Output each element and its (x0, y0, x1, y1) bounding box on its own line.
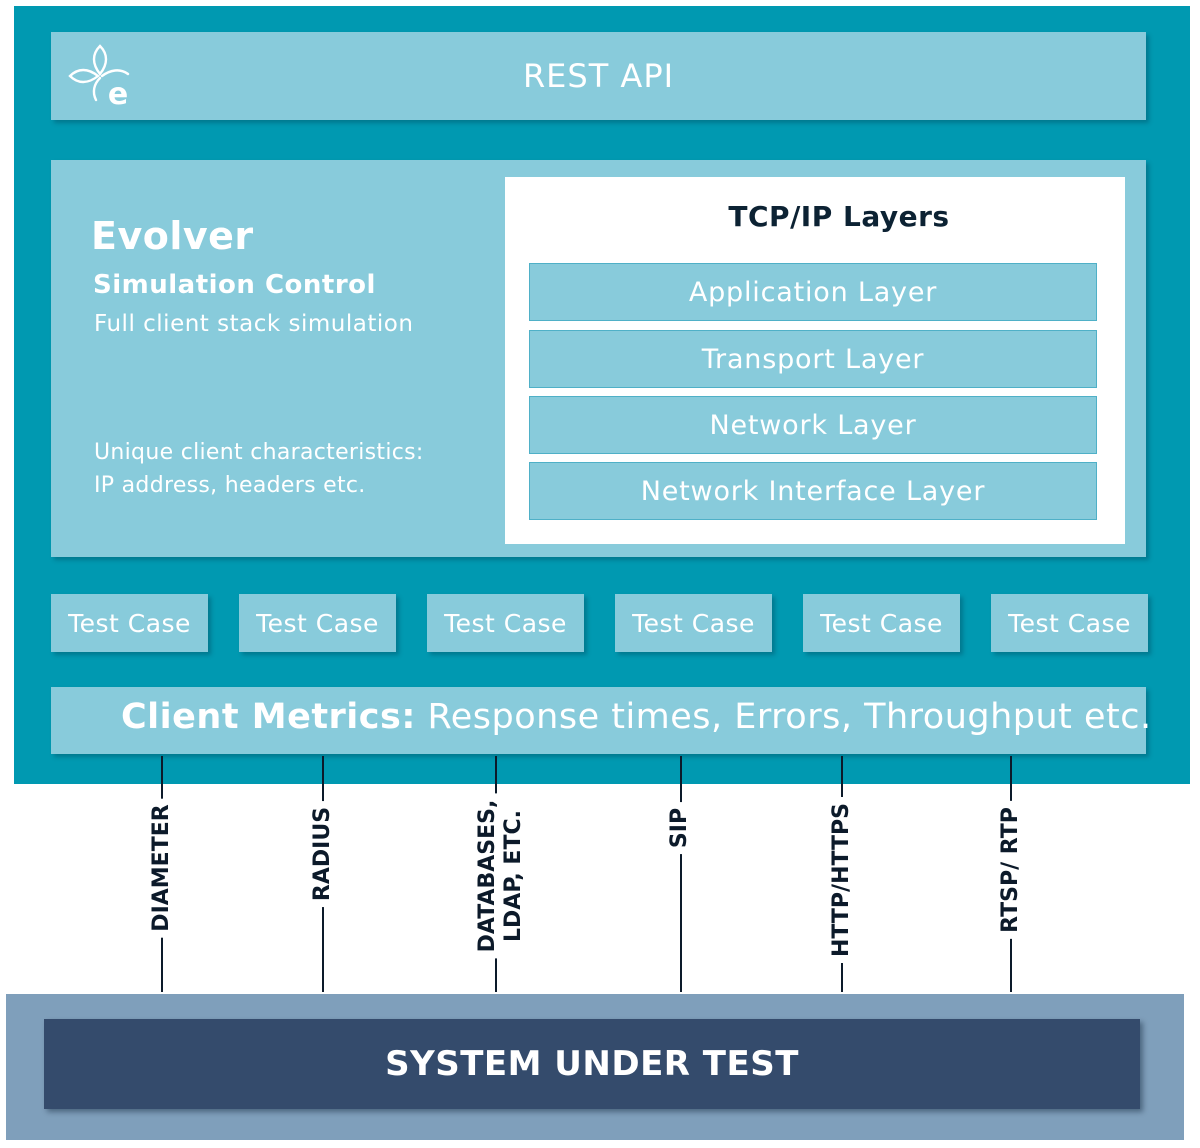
protocol-radius: RADIUS (310, 800, 336, 908)
characteristics-line-1: Unique client characteristics: (94, 440, 424, 465)
client-metrics-value: Response times, Errors, Throughput etc. (415, 697, 1152, 737)
client-metrics-bar (51, 687, 1146, 754)
application-layer: Application Layer (529, 263, 1097, 321)
network-interface-layer: Network Interface Layer (529, 462, 1097, 520)
test-case-2: Test Case (239, 594, 396, 652)
evolver-logo-icon: e (68, 44, 130, 108)
network-layer: Network Layer (529, 396, 1097, 454)
connector-sip (680, 756, 682, 992)
test-case-6: Test Case (991, 594, 1148, 652)
rest-api-label: REST API (522, 57, 675, 95)
protocol-databases-line-2: LDAP, ETC. (501, 810, 526, 942)
client-metrics-label: Client Metrics: (121, 697, 416, 737)
characteristics-line-2: IP address, headers etc. (94, 473, 366, 498)
protocol-radius-text: RADIUS (310, 806, 335, 902)
logo-letter: e (108, 77, 128, 108)
test-case-3: Test Case (427, 594, 584, 652)
tcp-ip-title: TCP/IP Layers (728, 200, 950, 233)
protocol-http: HTTP/HTTPS (829, 797, 855, 963)
protocol-databases-line-1: DATABASES, (475, 799, 500, 953)
protocol-http-text: HTTP/HTTPS (829, 803, 854, 957)
protocol-databases: DATABASES,LDAP, ETC. (475, 793, 527, 959)
client-metrics-text: Client Metrics: Response times, Errors, … (121, 697, 1152, 737)
protocol-rtsp: RTSP/ RTP (998, 801, 1024, 939)
system-under-test: SYSTEM UNDER TEST (44, 1019, 1140, 1109)
protocol-sip: SIP (667, 801, 693, 855)
test-case-4: Test Case (615, 594, 772, 652)
rest-api-bar: REST API (51, 32, 1146, 120)
protocol-sip-text: SIP (667, 807, 692, 849)
protocol-diameter: DIAMETER (149, 798, 175, 938)
simulation-description: Full client stack simulation (94, 311, 414, 337)
evolver-title: Evolver (91, 214, 254, 258)
simulation-control-heading: Simulation Control (93, 270, 376, 300)
protocol-rtsp-text: RTSP/ RTP (998, 807, 1023, 933)
test-case-1: Test Case (51, 594, 208, 652)
transport-layer: Transport Layer (529, 330, 1097, 388)
test-case-5: Test Case (803, 594, 960, 652)
protocol-diameter-text: DIAMETER (149, 804, 174, 932)
